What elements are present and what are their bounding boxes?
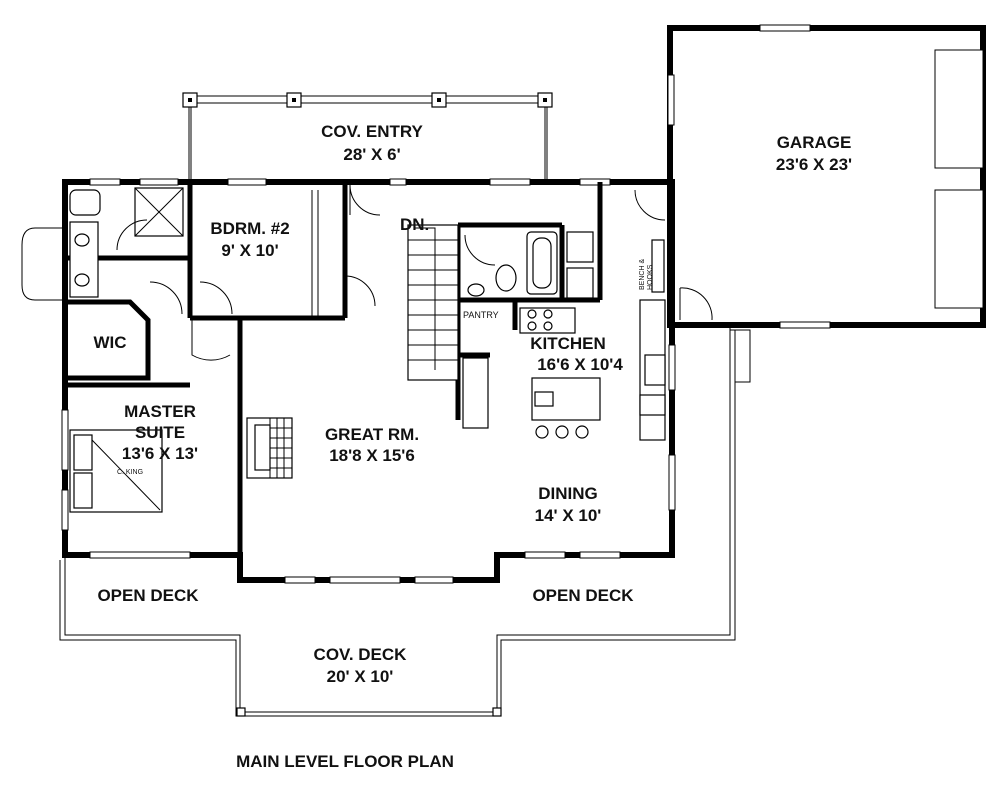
cov-deck-size: 20' X 10' [327,667,394,686]
master-name-line1: MASTER [124,402,196,421]
bedroom2-size: 9' X 10' [221,241,278,260]
kitchen-name: KITCHEN [530,334,606,353]
bench-label-line2: HOOKS [647,264,654,290]
master-bath-fixtures [69,187,184,298]
stairs [407,224,459,381]
dining-size: 14' X 10' [535,506,602,525]
bench-label-line1: BENCH & [639,259,646,290]
pantry-label: PANTRY [463,310,499,320]
garage-name: GARAGE [777,133,852,152]
garage-walls [667,24,986,329]
cov-entry-name: COV. ENTRY [321,122,423,141]
dining-name: DINING [538,484,598,503]
kitchen-size: 16'6 X 10'4 [537,355,623,374]
bed-label: C. KING [117,469,143,476]
stairs-label: DN. [400,215,429,234]
cov-entry-size: 28' X 6' [343,145,400,164]
great-room-size: 18'8 X 15'6 [329,446,415,465]
bench-hooks [651,239,665,293]
hall-bath-fixtures [467,231,594,299]
bedroom2-name: BDRM. #2 [210,219,289,238]
deck-outline [59,325,751,717]
master-size: 13'6 X 13' [122,444,198,463]
open-deck-left: OPEN DECK [97,586,199,605]
wic-name: WIC [93,333,126,352]
interior-doors [116,189,666,361]
master-bed [69,429,163,513]
cov-deck-name: COV. DECK [314,645,408,664]
garage-size: 23'6 X 23' [776,155,852,174]
house-exterior-walls [21,178,676,584]
master-name-line2: SUITE [135,423,185,442]
plan-caption: MAIN LEVEL FLOOR PLAN [236,752,454,771]
great-room-name: GREAT RM. [325,425,419,444]
cov-entry-beams [182,92,553,182]
fireplace [269,418,292,478]
kitchen-fixtures [462,299,666,441]
open-deck-right: OPEN DECK [532,586,634,605]
